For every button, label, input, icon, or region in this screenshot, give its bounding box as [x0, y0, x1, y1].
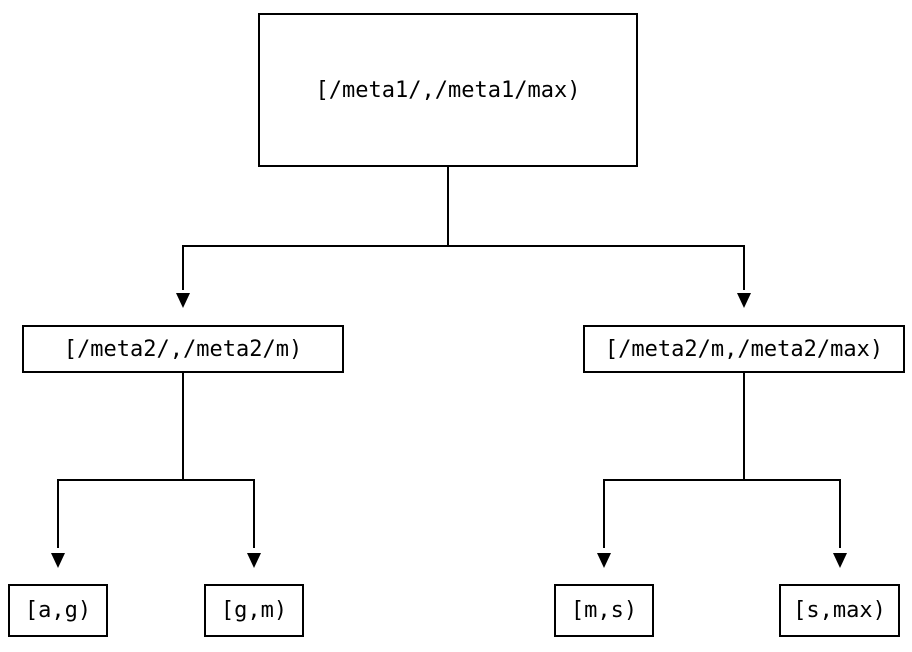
- arrowhead-to-leaf-smax-icon: [833, 553, 847, 568]
- node-right-subtree: [/meta2/m,/meta2/max): [583, 325, 905, 373]
- node-root: [/meta1/,/meta1/max): [258, 13, 638, 167]
- node-leaf-smax-label: [s,max): [793, 598, 886, 623]
- arrowhead-to-right-subtree-icon: [737, 293, 751, 308]
- edge-left-to-leaf-ag-drop-line: [57, 481, 59, 548]
- node-leaf-smax: [s,max): [779, 584, 900, 637]
- edge-root-stem-line: [447, 167, 449, 246]
- node-left-subtree: [/meta2/,/meta2/m): [22, 325, 344, 373]
- node-leaf-ag: [a,g): [8, 584, 108, 637]
- edge-right-branch-horizontal-line: [603, 479, 841, 481]
- node-root-label: [/meta1/,/meta1/max): [315, 77, 581, 103]
- arrowhead-to-left-subtree-icon: [176, 293, 190, 308]
- edge-left-stem-line: [182, 373, 184, 481]
- node-leaf-gm-label: [g,m): [220, 598, 288, 623]
- arrowhead-to-leaf-ms-icon: [597, 553, 611, 568]
- edge-right-stem-line: [743, 373, 745, 481]
- edge-root-branch-horizontal-line: [182, 245, 745, 247]
- arrowhead-to-leaf-gm-icon: [247, 553, 261, 568]
- edge-root-to-left-drop-line: [182, 246, 184, 290]
- node-leaf-ms: [m,s): [554, 584, 654, 637]
- edge-right-to-leaf-smax-drop-line: [839, 481, 841, 548]
- node-left-subtree-label: [/meta2/,/meta2/m): [63, 336, 303, 362]
- node-leaf-gm: [g,m): [204, 584, 304, 637]
- edge-right-to-leaf-ms-drop-line: [603, 481, 605, 548]
- node-leaf-ag-label: [a,g): [24, 598, 92, 623]
- node-leaf-ms-label: [m,s): [570, 598, 638, 623]
- arrowhead-to-leaf-ag-icon: [51, 553, 65, 568]
- node-right-subtree-label: [/meta2/m,/meta2/max): [604, 336, 884, 362]
- edge-root-to-right-drop-line: [743, 246, 745, 290]
- edge-left-branch-horizontal-line: [57, 479, 255, 481]
- edge-left-to-leaf-gm-drop-line: [253, 481, 255, 548]
